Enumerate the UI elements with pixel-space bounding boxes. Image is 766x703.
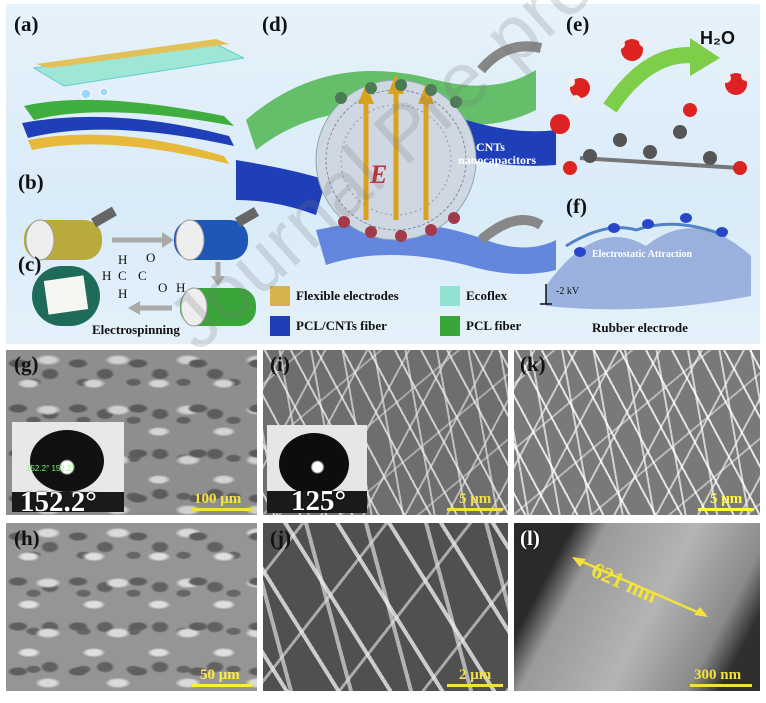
panel-label-c: (c)	[18, 252, 42, 276]
scale-bar-g	[192, 508, 252, 511]
chem-h3: H	[176, 280, 186, 295]
electric-field-label: E	[370, 160, 388, 189]
legend-label: PCL fiber	[466, 318, 522, 333]
legend-label: PCL/CNTs fiber	[296, 318, 387, 333]
legend-swatch	[440, 286, 460, 306]
cnt-label-line2: nanocapacitors	[458, 153, 536, 167]
chem-c2: C	[138, 268, 147, 283]
sem-image-k: 5 μm	[514, 350, 760, 515]
contact-angle-inset-g: 152.2° 152.2° 152.2°	[12, 422, 124, 512]
legend-item-flexible-electrodes: Flexible electrodes	[270, 286, 399, 306]
panel-label-a: (a)	[14, 12, 39, 36]
chem-o2: O	[158, 280, 168, 295]
molecule-illustration	[550, 37, 751, 175]
legend: Flexible electrodes Ecoflex PCL/CNTs fib…	[270, 284, 570, 344]
chem-h4: H	[118, 286, 128, 301]
electrostatic-label: Electrostatic Attraction	[592, 249, 693, 260]
panel-label-g: (g)	[14, 352, 39, 376]
diameter-arrow	[572, 557, 708, 617]
panel-label-e: (e)	[566, 12, 590, 36]
contact-angle-i: 125°	[291, 485, 347, 513]
scale-text-k: 5 μm	[710, 491, 743, 507]
water-droplet	[30, 430, 104, 492]
contact-angle-g: 152.2°	[20, 486, 97, 512]
panel-label-f: (f)	[566, 194, 587, 218]
sem-image-g: 152.2° 152.2° 152.2° 100 μm	[6, 350, 257, 515]
sem-image-l: 621 nm 300 nm	[514, 523, 760, 691]
scale-bar-j	[447, 684, 503, 687]
scale-bar-i	[447, 508, 503, 511]
legend-swatch	[270, 316, 290, 336]
electrospinning-label: Electrospinning	[92, 322, 180, 337]
contact-angle-readout: 152.2° 152.2°	[26, 464, 75, 473]
legend-item-ecoflex: Ecoflex	[440, 286, 507, 306]
scale-text-l: 300 nm	[694, 667, 742, 683]
scale-text-i: 5 μm	[459, 491, 492, 507]
legend-label: Ecoflex	[466, 288, 508, 303]
scale-text-g: 100 μm	[194, 491, 242, 507]
scale-bar-h	[192, 684, 252, 687]
legend-swatch	[440, 316, 460, 336]
panel-label-j: (j)	[270, 526, 291, 550]
legend-label: Flexible electrodes	[296, 288, 399, 303]
panel-label-l: (l)	[520, 526, 540, 550]
legend-item-pcl-cnts-fiber: PCL/CNTs fiber	[270, 316, 387, 336]
panel-label-k: (k)	[520, 352, 546, 376]
cnt-label-line1: CNTs	[476, 140, 505, 154]
scale-text-h: 50 μm	[200, 667, 240, 683]
sem-image-i: 125° 5 μm	[263, 350, 508, 515]
electrospinning-rollers-illustration	[24, 206, 260, 327]
substrate	[267, 491, 367, 513]
panel-label-h: (h)	[14, 526, 40, 550]
panel-label-d: (d)	[262, 12, 288, 36]
fiber-mat-sample	[43, 275, 89, 315]
legend-swatch	[270, 286, 290, 306]
nanocapacitor-mechanism-illustration	[236, 41, 556, 274]
fiber-mat-photo	[32, 266, 100, 326]
legend-item-pcl-fiber: PCL fiber	[440, 316, 521, 336]
panel-label-i: (i)	[270, 352, 290, 376]
contact-angle-inset-i: 125°	[267, 425, 367, 513]
chem-o1: O	[146, 250, 156, 265]
panel-label-b: (b)	[18, 170, 44, 194]
chem-h1: H	[118, 252, 128, 267]
rubber-electrode-illustration	[540, 213, 751, 310]
scale-bar-k	[698, 508, 754, 511]
water-label: H₂O	[700, 28, 735, 48]
water-droplet	[279, 433, 349, 495]
scale-bar-l	[690, 684, 752, 687]
layered-device-illustration	[22, 39, 244, 164]
rubber-electrode-label: Rubber electrode	[592, 320, 688, 335]
voltage-label: -2 kV	[556, 286, 580, 297]
substrate	[12, 492, 124, 512]
sem-image-j: 2 μm	[263, 523, 508, 691]
chem-c1: C	[118, 268, 127, 283]
chem-h2: H	[102, 268, 112, 283]
scale-text-j: 2 μm	[459, 667, 492, 683]
sem-image-h: 50 μm	[6, 523, 257, 691]
